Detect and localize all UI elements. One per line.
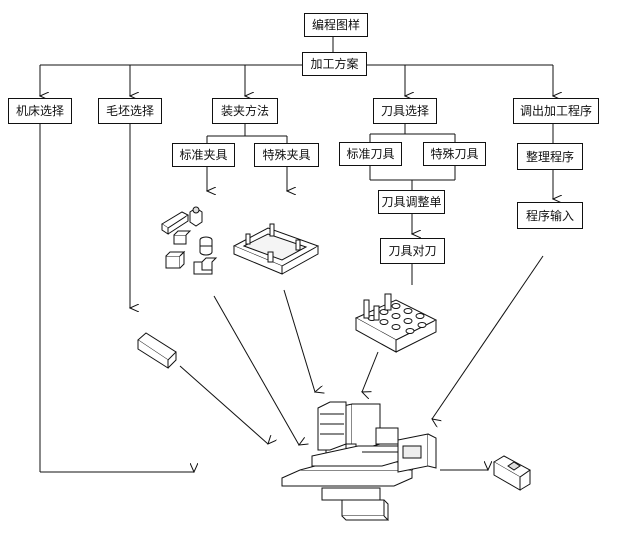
node-tool-selection: 刀具选择 [373,98,437,124]
node-standard-fixture: 标准夹具 [172,143,235,167]
node-machine-selection: 机床选择 [8,98,72,124]
node-clamping-method: 装夹方法 [212,98,278,124]
node-standard-tool: 标准刀具 [339,142,402,166]
cnc-machine-illustration [281,401,437,521]
node-tool-setting: 刀具对刀 [380,238,445,264]
special-fixture-plate-illustration [232,223,320,275]
node-program-input: 程序输入 [517,202,583,229]
node-organize-program: 整理程序 [517,143,583,170]
finished-part-illustration [493,455,531,491]
node-blank-selection: 毛坯选择 [98,98,162,124]
node-tool-adjust-sheet: 刀具调整单 [378,190,445,214]
node-machining-plan: 加工方案 [302,52,367,76]
node-load-program: 调出加工程序 [513,98,599,124]
node-special-fixture: 特殊夹具 [254,143,319,167]
fixture-parts-illustration [161,206,218,275]
blank-block-illustration [137,332,177,369]
node-special-tool: 特殊刀具 [423,142,486,166]
node-programming-drawing: 编程图样 [304,13,368,37]
tool-holder-block-illustration [354,293,438,353]
